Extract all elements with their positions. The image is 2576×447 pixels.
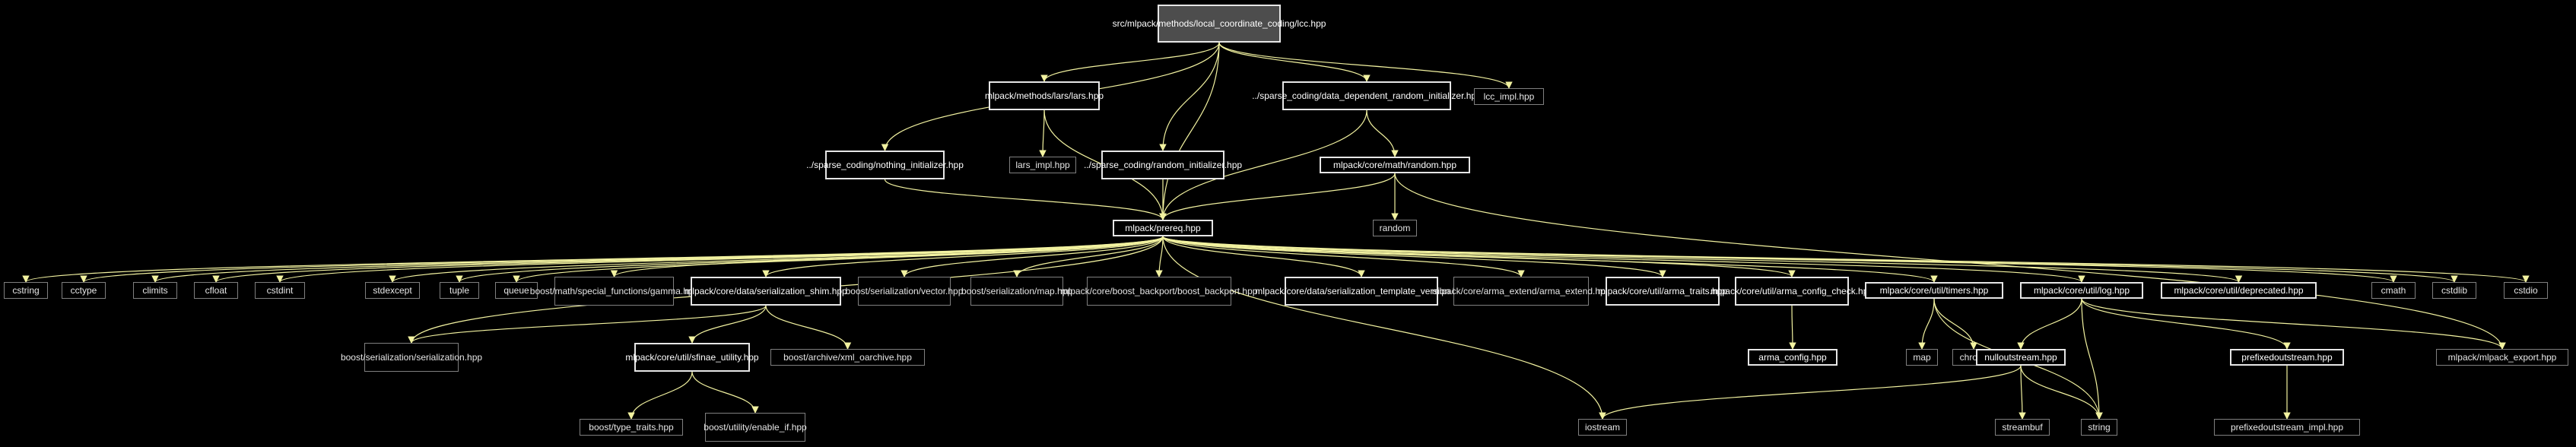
edge-prereq-to-ser_vector [900,236,1164,277]
edge-prereq-to-cstdlib [1162,236,2458,283]
node-cmath: cmath [2371,282,2416,299]
edge-prereq-to-cstdint [276,236,1164,283]
edge-prereq-to-cmath [1162,236,2397,283]
node-mlpack-export-hpp: mlpack/mlpack_export.hpp [2436,349,2568,366]
node-prefixedoutstream-hpp[interactable]: prefixedoutstream.hpp [2230,349,2344,366]
edge-prereq-to-timers [1162,236,1938,283]
node-arma-config-hpp[interactable]: arma_config.hpp [1748,349,1838,366]
edge-prereq-to-cstring [22,236,1164,283]
edge-sparse_data_dep-to-prereq [1159,109,1367,220]
edge-prereq-to-cstdio [1162,236,2530,283]
edge-nulloutstream-to-iostream [1599,365,2022,420]
node-prereq-hpp[interactable]: mlpack/prereq.hpp [1113,220,1213,236]
edge-sfinae-to-type_traits [627,371,693,420]
node-serialization-vector-hpp: boost/serialization/vector.hpp [846,277,963,306]
node-serialization-template-version-hpp[interactable]: mlpack/core/data/serialization_template_… [1255,277,1468,306]
node-nothing-initializer[interactable]: ../sparse_coding/nothing_initializer.hpp [806,151,964,179]
edge-lcc-to-lcc_impl [1218,42,1513,89]
edge-prereq-to-arma_extend [1162,236,1525,277]
node-cstdint: cstdint [255,282,305,299]
edge-log-to-string [2081,298,2103,420]
edge-math_random-to-prereq [1159,173,1396,220]
node-serialization-map-hpp: boost/serialization/map.hpp [961,277,1072,306]
node-streambuf: streambuf [1995,419,2050,436]
node-cstdio: cstdio [2504,282,2548,299]
node-math-random-hpp[interactable]: mlpack/core/math/random.hpp [1320,157,1470,173]
edge-timers-to-chrono [1933,298,1977,350]
node-map: map [1906,349,1938,366]
edge-prereq-to-log [1162,236,2085,283]
node-enable-if-hpp: boost/utility/enable_if.hpp [704,413,807,442]
edge-prereq-to-ser_template_ver [1162,236,1365,277]
node-timers-hpp[interactable]: mlpack/core/util/timers.hpp [1865,282,2003,299]
edge-prereq-to-ser_shim [762,236,1164,277]
edge-lcc-to-sparse_data_dep [1218,42,1371,82]
edge-lcc-to-lars [1040,42,1220,82]
node-xml-oarchive-hpp: boost/archive/xml_oarchive.hpp [770,349,925,366]
node-random: random [1373,220,1417,236]
node-random-initializer[interactable]: ../sparse_coding/random_initializer.hpp [1084,151,1242,179]
node-gamma-hpp: boost/math/special_functions/gamma.hpp [530,277,698,306]
edge-prereq-to-gamma [610,236,1164,277]
edge-prereq-to-iostream [1162,236,1606,420]
edge-prereq-to-climits [151,236,1164,283]
edge-ser_shim-to-sfinae [688,305,767,344]
node-lcc-hpp-root: src/mlpack/methods/local_coordinate_codi… [1113,5,1326,43]
edge-nulloutstream-to-streambuf [2019,365,2026,420]
node-arma-config-check-hpp[interactable]: mlpack/core/util/arma_config_check.hpp [1710,277,1873,306]
node-lcc-impl-hpp: lcc_impl.hpp [1474,88,1544,105]
node-sfinae-utility-hpp[interactable]: mlpack/core/util/sfinae_utility.hpp [625,343,759,372]
edge-prereq-to-ser_map [1013,236,1164,277]
node-deprecated-hpp[interactable]: mlpack/core/util/deprecated.hpp [2161,282,2317,299]
edge-prereq-to-arma_traits [1162,236,1666,277]
node-serialization-serialization-hpp: boost/serialization/serialization.hpp [341,343,482,372]
node-iostream: iostream [1578,419,1627,436]
node-boost-backport-hpp: mlpack/core/boost_backport/boost_backpor… [1061,277,1257,306]
node-cfloat: cfloat [194,282,238,299]
edge-arma_config_check-to-arma_config [1789,305,1796,350]
node-type-traits-hpp: boost/type_traits.hpp [580,419,683,436]
edge-prereq-to-stdexcept [389,236,1164,283]
edge-lars-to-lars_impl [1039,109,1047,157]
node-cstdlib: cstdlib [2432,282,2476,299]
node-climits: climits [133,282,177,299]
edge-prereq-to-cfloat [212,236,1164,283]
edge-nulloutstream-to-string [2020,365,2103,420]
edge-sparse_nothing-to-prereq [884,179,1167,220]
node-lars-hpp[interactable]: mlpack/methods/lars/lars.hpp [985,81,1104,110]
edge-sparse_data_dep-to-math_random [1366,109,1399,157]
node-stdexcept: stdexcept [365,282,420,299]
node-tuple: tuple [440,282,479,299]
edge-log-to-mlpack_export [2081,298,2506,350]
edge-timers-to-map [1918,298,1935,350]
node-prefixedoutstream-impl-hpp: prefixedoutstream_impl.hpp [2214,419,2360,436]
node-cstring: cstring [4,282,48,299]
node-arma-extend-hpp: mlpack/core/arma_extend/arma_extend.hpp [1432,277,1610,306]
edge-log-to-prefixedoutstream [2081,298,2291,350]
node-lars-impl-hpp: lars_impl.hpp [1009,157,1076,173]
node-cctype: cctype [62,282,106,299]
edge-log-to-nulloutstream [2017,298,2082,350]
node-queue: queue [495,282,538,299]
node-string: string [2081,419,2117,436]
edge-lcc-to-sparse_random [1159,42,1220,151]
edge-ser_shim-to-xml_oarchive [765,305,852,350]
edge-prereq-to-boost_backport [1155,236,1164,277]
node-nulloutstream-hpp[interactable]: nulloutstream.hpp [1976,349,2066,366]
node-serialization-shim-hpp[interactable]: mlpack/core/data/serialization_shim.hpp [684,277,847,306]
edge-lcc-to-prereq [1159,42,1220,220]
node-log-hpp[interactable]: mlpack/core/util/log.hpp [2020,282,2143,299]
edge-sfinae-to-enable_if [691,371,759,414]
node-arma-traits-hpp[interactable]: mlpack/core/util/arma_traits.hpp [1598,277,1727,306]
edge-ser_shim-to-ser_serialization [408,305,767,344]
node-data-dependent-random-initializer[interactable]: ../sparse_coding/data_dependent_random_i… [1252,81,1482,110]
edge-prereq-to-deprecated [1162,236,2242,283]
